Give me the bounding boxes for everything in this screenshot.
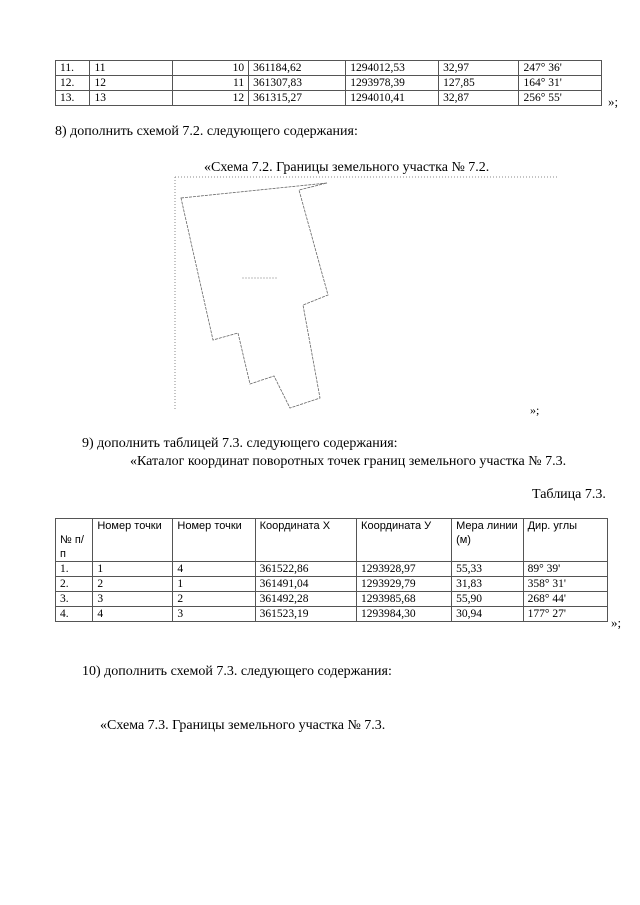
- table-cell: 3.: [54, 591, 94, 607]
- table-cell: 55,90: [451, 591, 524, 607]
- table-cell: 13: [89, 90, 173, 106]
- table-cell: 361523,19: [254, 606, 358, 622]
- scheme-7-3-title: «Схема 7.3. Границы земельного участка №…: [100, 718, 386, 733]
- table-cell: 1293985,68: [356, 591, 453, 607]
- table-cell: Мера линии (м): [451, 518, 524, 562]
- table-cell: № п/п: [54, 518, 94, 562]
- table-cell: 268° 44': [522, 591, 609, 607]
- table-cell: 1: [172, 576, 256, 592]
- table-cell: 361315,27: [248, 90, 347, 106]
- item-8: 8) дополнить схемой 7.2. следующего соде…: [55, 124, 358, 139]
- table1-end: »;: [608, 94, 619, 109]
- table-cell: 256° 55': [518, 90, 602, 106]
- table-cell: 1294010,41: [345, 90, 440, 106]
- table-cell: 361492,28: [254, 591, 358, 607]
- table-cell: 1.: [54, 561, 94, 577]
- table-cell: 1293928,97: [356, 561, 453, 577]
- table-cell: 361307,83: [248, 75, 347, 91]
- table-cell: 361522,86: [254, 561, 358, 577]
- table-cell: 358° 31': [522, 576, 609, 592]
- table-cell: Дир. углы: [522, 518, 609, 562]
- table-cell: 1293984,30: [356, 606, 453, 622]
- table-cell: 13.: [54, 90, 91, 106]
- table-cell: 4.: [54, 606, 94, 622]
- item-9: 9) дополнить таблицей 7.3. следующего со…: [82, 436, 398, 451]
- table-cell: 32,87: [438, 90, 520, 106]
- table-cell: Координата У: [356, 518, 453, 562]
- catalog-title: «Каталог координат поворотных точек гран…: [130, 454, 567, 469]
- table-cell: 2: [172, 591, 256, 607]
- item-10: 10) дополнить схемой 7.3. следующего сод…: [82, 664, 392, 679]
- scheme-7-2-end: »;: [530, 403, 540, 417]
- table-cell: 177° 27': [522, 606, 609, 622]
- table-cell: 361491,04: [254, 576, 358, 592]
- table-cell: 4: [92, 606, 174, 622]
- table2-end: »;: [611, 615, 622, 630]
- table-cell: 1: [92, 561, 174, 577]
- table-cell: 12: [171, 90, 250, 106]
- table-cell: 1293929,79: [356, 576, 453, 592]
- scheme-7-2-title: «Схема 7.2. Границы земельного участка №…: [204, 160, 490, 175]
- table-cell: 2: [92, 576, 174, 592]
- table-cell: 127,85: [438, 75, 520, 91]
- table-cell: 31,83: [451, 576, 524, 592]
- table-cell: 3: [172, 606, 256, 622]
- table-cell: 89° 39': [522, 561, 609, 577]
- table-cell: 30,94: [451, 606, 524, 622]
- table-cell: Номер точки: [172, 518, 256, 562]
- table-cell: Номер точки: [92, 518, 174, 562]
- table-cell: 4: [172, 561, 256, 577]
- land-plot-boundary: [180, 182, 329, 409]
- table-cell: 3: [92, 591, 174, 607]
- table-cell: 2.: [54, 576, 94, 592]
- table-cell: 55,33: [451, 561, 524, 577]
- table-cell: Координата X: [254, 518, 358, 562]
- table-caption: Таблица 7.3.: [532, 487, 606, 502]
